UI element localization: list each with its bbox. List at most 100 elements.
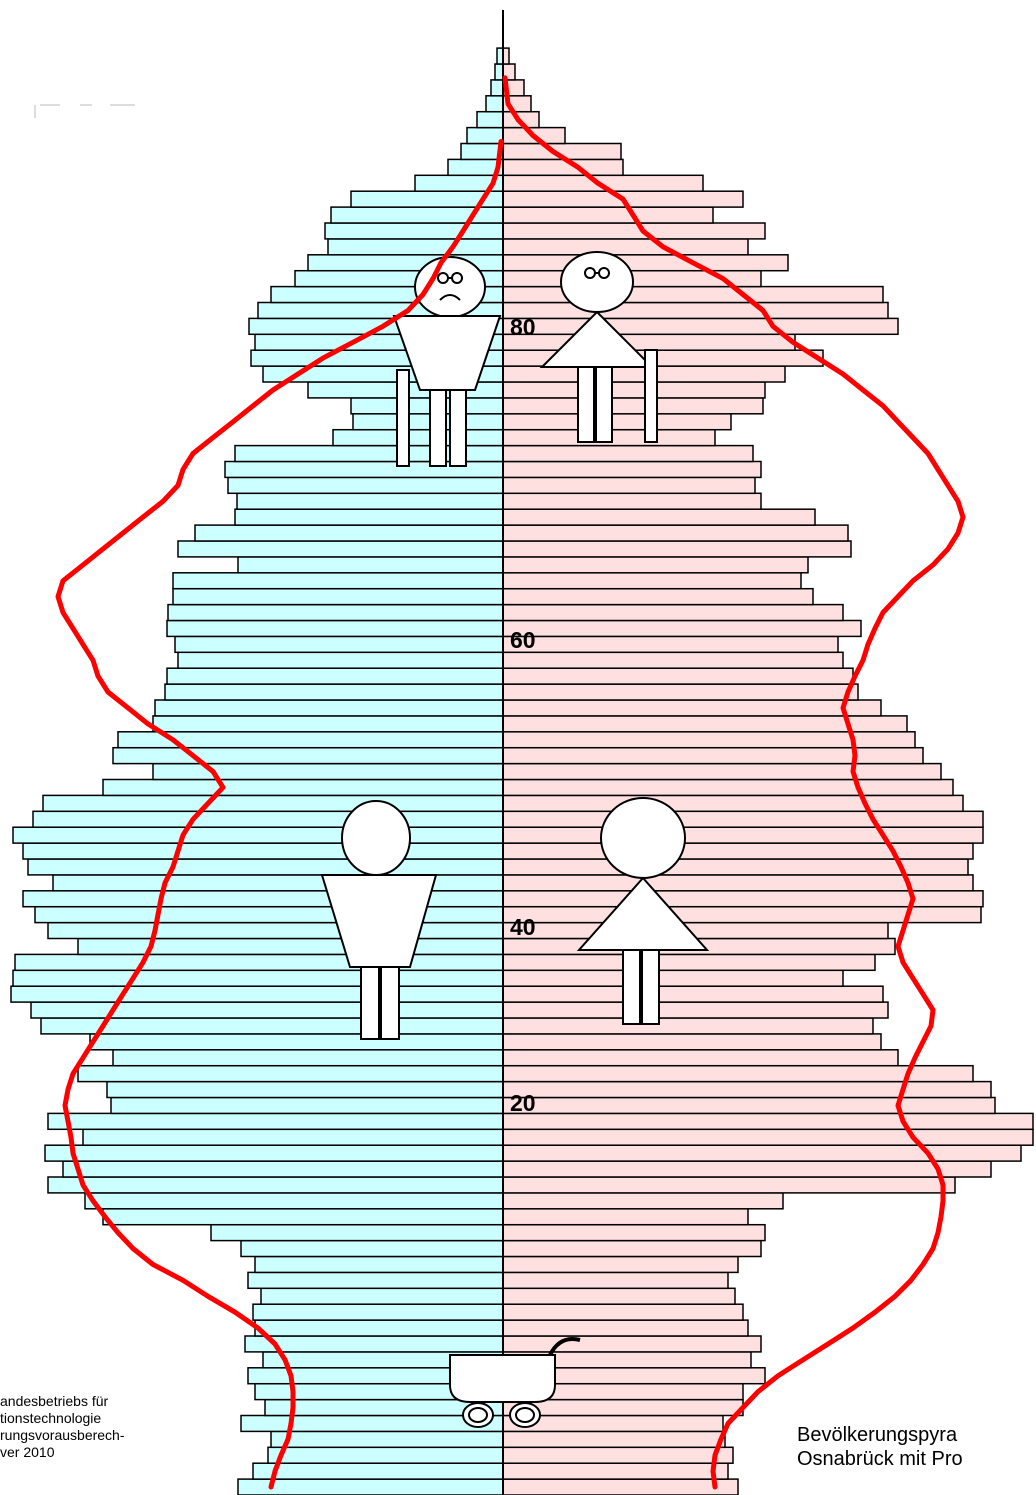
male-bar-age-29: [40, 1017, 504, 1035]
male-bar-age-86: [476, 110, 504, 129]
male-bar-age-11: [252, 1303, 504, 1321]
male-bar-age-14: [254, 1255, 504, 1274]
female-bar-age-59: [502, 540, 852, 558]
male-bar-age-87: [485, 95, 504, 113]
female-bar-age-9: [502, 1335, 762, 1353]
male-bar-age-52: [177, 651, 504, 669]
female-bar-age-67: [502, 413, 732, 431]
male-bar-age-58: [237, 556, 504, 574]
female-bar-age-26: [502, 1064, 974, 1083]
male-bar-age-30: [30, 1001, 504, 1019]
female-bar-age-69: [502, 381, 766, 399]
male-bar-age-66: [332, 428, 504, 447]
male-bar-age-20: [62, 1160, 504, 1178]
female-bar-age-44: [502, 778, 954, 797]
male-bar-age-49: [154, 699, 504, 717]
female-bar-age-11: [502, 1303, 744, 1321]
male-bar-age-79: [324, 222, 504, 240]
female-bar-age-18: [502, 1192, 784, 1210]
female-bar-age-22: [502, 1128, 1034, 1146]
female-bar-age-15: [502, 1239, 762, 1258]
male-bar-age-9: [244, 1335, 504, 1353]
male-bar-age-17: [102, 1208, 504, 1226]
tick-label-20: 20: [510, 1090, 536, 1116]
female-bar-age-55: [502, 603, 844, 622]
source-note-line: ver 2010: [0, 1444, 55, 1460]
female-bar-age-19: [502, 1176, 956, 1194]
female-bar-age-43: [502, 794, 964, 813]
male-bar-age-18: [84, 1192, 504, 1210]
male-bar-age-35: [47, 921, 504, 940]
male-bar-age-46: [112, 746, 504, 765]
female-bar-age-23: [502, 1112, 1034, 1131]
female-bar-age-80: [502, 206, 714, 224]
male-bar-age-89: [494, 63, 504, 81]
female-bar-age-65: [502, 444, 754, 463]
male-bar-age-31: [10, 985, 504, 1003]
female-bar-age-25: [502, 1080, 992, 1099]
male-bar-age-34: [77, 937, 504, 956]
male-bar-age-43: [42, 794, 504, 813]
man-icon: [320, 800, 438, 1040]
age-tick-labels: 80 60 40 20: [510, 314, 536, 1116]
male-bar-age-16: [210, 1223, 504, 1242]
male-projection-line: [55, 139, 504, 1490]
male-bar-age-51: [166, 667, 504, 685]
female-bar-age-24: [502, 1096, 996, 1115]
female-bar-age-68: [502, 397, 764, 415]
male-bar-age-2: [267, 1446, 504, 1464]
male-bar-age-63: [227, 476, 504, 495]
male-bar-age-67: [352, 413, 504, 431]
female-bar-age-21: [502, 1144, 1022, 1162]
male-bar-age-22: [82, 1128, 504, 1146]
female-bar-age-51: [502, 667, 854, 685]
female-bar-age-31: [502, 985, 884, 1003]
female-bar-age-78: [502, 238, 749, 256]
female-bar-age-38: [502, 874, 974, 892]
female-bar-age-46: [502, 746, 924, 765]
male-bar-age-26: [77, 1064, 504, 1083]
female-bar-age-62: [502, 492, 762, 510]
female-bar-age-75: [502, 285, 884, 304]
female-bar-age-3: [502, 1430, 726, 1449]
male-bar-age-23: [47, 1112, 504, 1131]
male-bar-age-21: [44, 1144, 504, 1162]
male-bar-age-61: [234, 508, 504, 526]
male-bar-age-33: [14, 953, 504, 972]
male-bar-age-27: [112, 1049, 504, 1067]
male-bar-age-78: [327, 238, 504, 256]
source-note-line: rungsvorausberech-: [0, 1427, 125, 1443]
female-bar-age-50: [502, 683, 859, 701]
source-note-line: andesbetriebs für: [0, 1393, 109, 1409]
woman-icon: [576, 797, 710, 1025]
female-bar-age-53: [502, 635, 839, 654]
female-bar-age-63: [502, 476, 756, 495]
female-bar-age-83: [502, 158, 624, 177]
female-bar-age-72: [502, 333, 796, 351]
male-bar-age-13: [247, 1271, 504, 1290]
female-bar-age-77: [502, 254, 789, 272]
male-bar-age-1: [252, 1462, 504, 1480]
elderly-man-icon: [392, 256, 502, 467]
male-bar-age-42: [32, 810, 504, 828]
female-bar-age-16: [502, 1223, 766, 1242]
elderly-woman-icon: [539, 251, 658, 443]
male-bar-age-62: [236, 492, 504, 510]
female-bars: [502, 47, 1034, 1495]
male-bar-age-12: [260, 1287, 504, 1305]
male-bar-age-3: [270, 1430, 504, 1449]
female-bar-age-32: [502, 969, 844, 987]
male-bar-age-56: [172, 587, 504, 606]
female-bar-age-17: [502, 1208, 749, 1226]
male-bar-age-25: [106, 1080, 504, 1099]
female-bar-age-13: [502, 1271, 729, 1290]
male-bar-age-55: [167, 603, 504, 622]
male-bar-age-60: [194, 524, 504, 542]
male-bar-age-53: [174, 635, 504, 654]
female-bar-age-20: [502, 1160, 992, 1178]
female-bar-age-33: [502, 953, 876, 972]
female-bar-age-58: [502, 556, 809, 574]
chart-caption: Bevölkerungspyra Osnabrück mit Pro: [797, 1423, 963, 1471]
male-bar-age-28: [89, 1033, 504, 1051]
female-bar-age-2: [502, 1446, 734, 1464]
